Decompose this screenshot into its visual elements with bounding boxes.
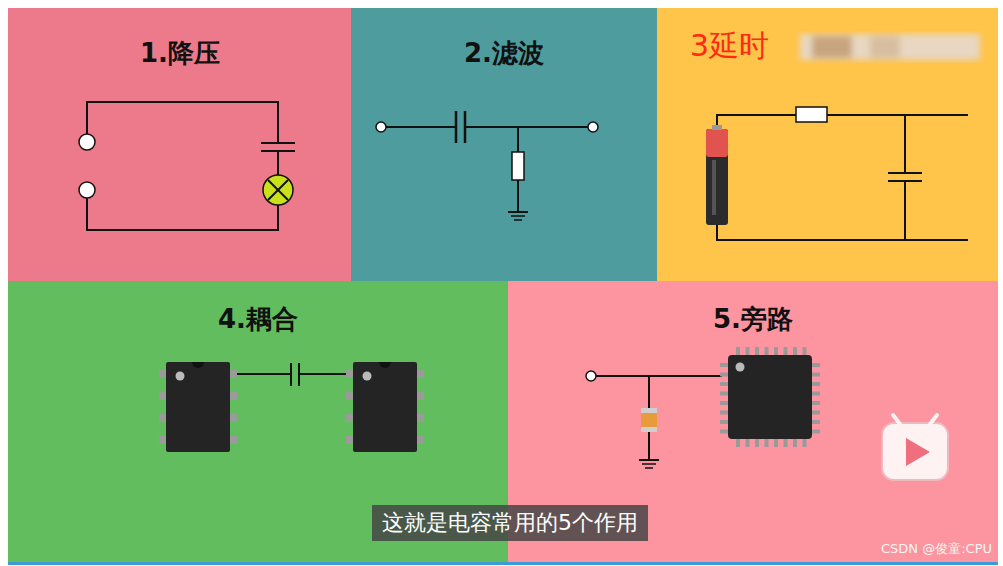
panel-heading: 2.滤波 <box>464 38 544 69</box>
panel-heading: 5.旁路 <box>713 304 793 335</box>
capacitor-component <box>641 408 657 432</box>
caption-box: 这就是电容常用的5个作用 <box>372 505 648 541</box>
blurred-text <box>800 34 980 60</box>
panel: 2.滤波 <box>351 8 657 281</box>
panel: 1.降压 <box>8 8 351 281</box>
dip-chips <box>159 362 424 452</box>
panel-heading: 1.降压 <box>140 38 220 69</box>
watermark: CSDN @俊童:CPU <box>881 540 992 558</box>
qfp-chip <box>720 347 820 447</box>
panel-heading: 4.耦合 <box>218 304 298 335</box>
video-icon <box>882 415 948 480</box>
panel-heading: 3延时 <box>690 28 769 64</box>
battery-symbol <box>706 125 728 225</box>
